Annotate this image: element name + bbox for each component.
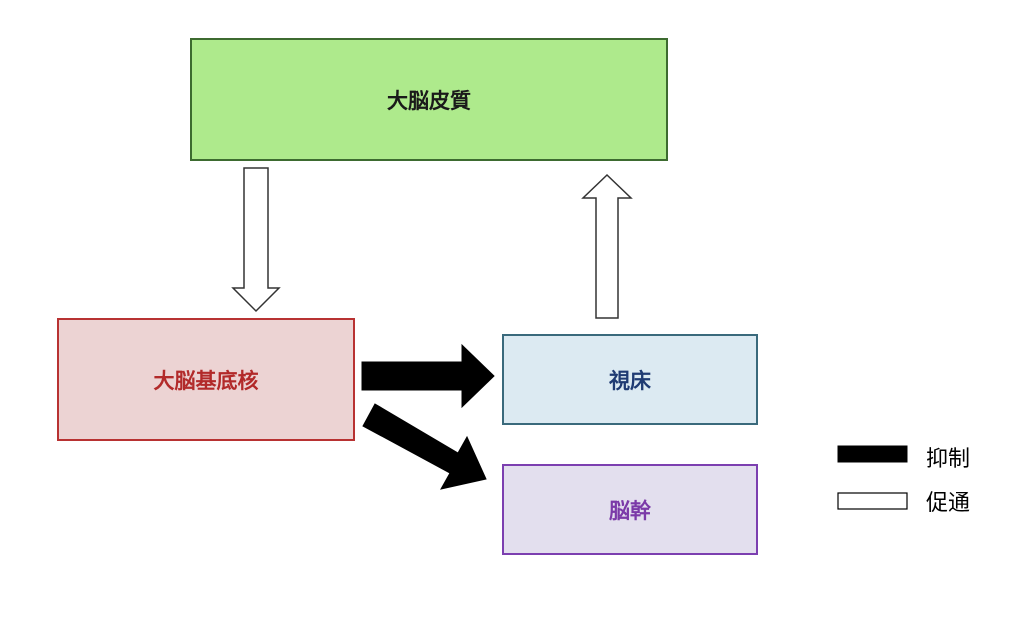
legend-inhibit-swatch <box>837 445 908 463</box>
brainstem-box: 脳幹 <box>502 464 758 555</box>
arrow-thalamus-to-cortex <box>581 173 633 319</box>
basal-ganglia-label: 大脳基底核 <box>153 368 259 393</box>
legend-facilitate-swatch <box>837 492 908 510</box>
arrow-cortex-to-basal <box>231 167 281 313</box>
brainstem-label: 脳幹 <box>609 498 651 523</box>
legend-facilitate-label: 促通 <box>926 491 971 516</box>
arrow-basal-to-thalamus <box>361 343 495 409</box>
thalamus-box: 視床 <box>502 334 758 425</box>
cerebral-cortex-box: 大脳皮質 <box>190 38 668 161</box>
legend-inhibit-label: 抑制 <box>926 447 971 472</box>
arrow-basal-to-brainstem <box>362 403 487 490</box>
thalamus-label: 視床 <box>609 368 651 393</box>
basal-ganglia-box: 大脳基底核 <box>57 318 355 441</box>
cerebral-cortex-label: 大脳皮質 <box>387 88 471 113</box>
